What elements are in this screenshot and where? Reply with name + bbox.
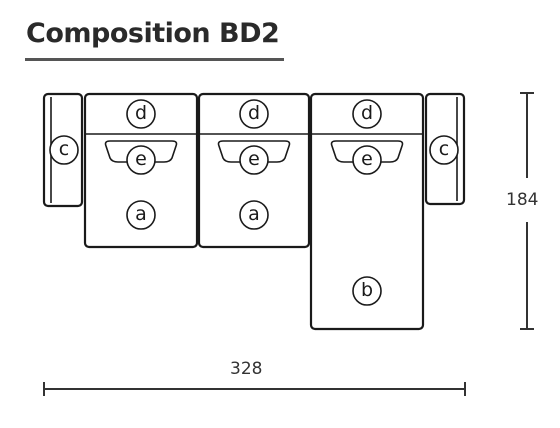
label-d-3: d (361, 102, 373, 124)
label-c-left: c (59, 138, 69, 160)
depth-value: 184 (506, 190, 538, 210)
label-e-3: e (361, 148, 373, 170)
chaise-module: d e b (309, 92, 425, 331)
seat-module-2: d e a (197, 92, 311, 249)
label-a-1: a (135, 203, 147, 225)
left-armrest: c (42, 92, 84, 208)
label-d-1: d (135, 102, 147, 124)
label-d-2: d (248, 102, 260, 124)
label-b: b (361, 279, 373, 301)
label-c-right: c (439, 138, 449, 160)
right-armrest: c (424, 92, 466, 206)
composition-title: Composition BD2 (26, 18, 280, 49)
depth-dimension: 184 (506, 92, 538, 330)
width-value: 328 (230, 359, 262, 379)
title-underline (25, 58, 284, 61)
label-a-2: a (248, 203, 260, 225)
seat-module-1: d e a (83, 92, 199, 249)
width-dimension: 328 (43, 359, 466, 396)
label-e-2: e (248, 148, 260, 170)
label-e-1: e (135, 148, 147, 170)
